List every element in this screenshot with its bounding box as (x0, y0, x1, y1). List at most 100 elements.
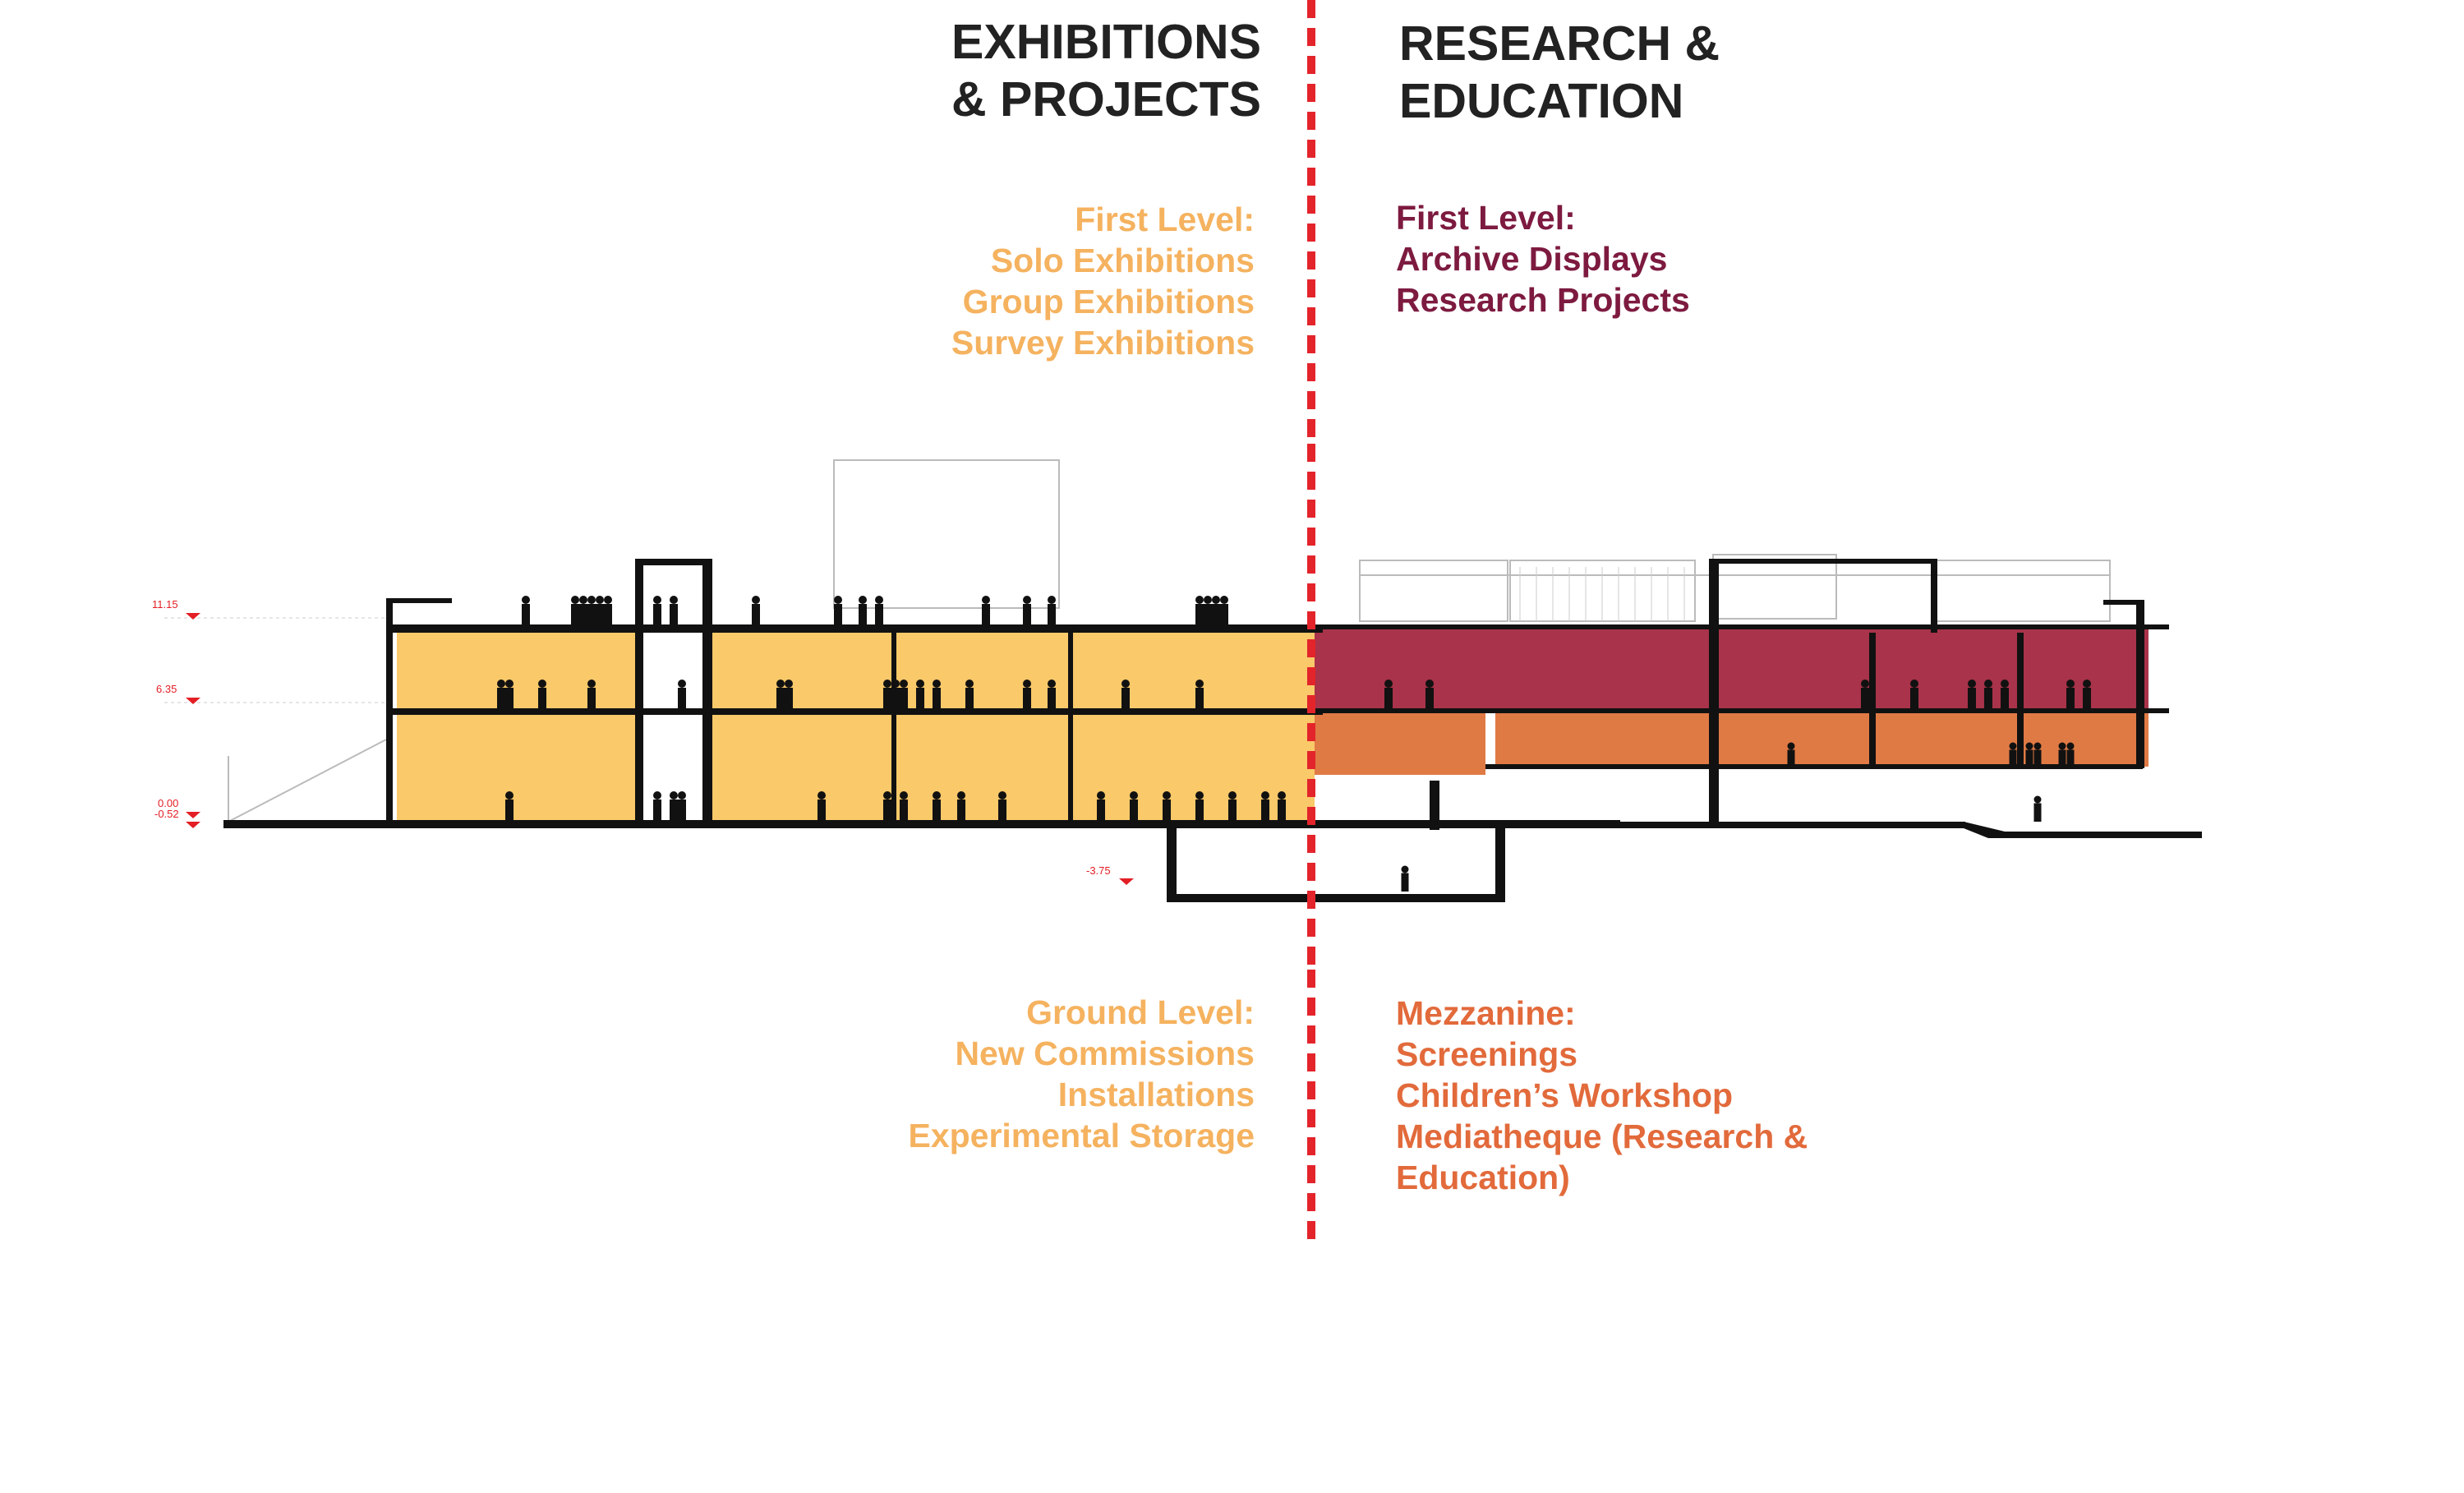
person-silhouette (579, 604, 587, 624)
person-silhouette (1195, 791, 1204, 799)
list-item: Experimental Storage (908, 1117, 1255, 1154)
person-silhouette (1121, 688, 1130, 708)
heading-research-education: RESEARCH & EDUCATION (1399, 15, 1720, 130)
person-silhouette (1968, 688, 1976, 708)
person-silhouette (776, 688, 785, 708)
person-silhouette (776, 680, 785, 688)
person-silhouette (2001, 688, 2009, 708)
person-silhouette (916, 688, 924, 708)
list-item: Ground Level: (1026, 993, 1255, 1031)
person-silhouette (957, 791, 965, 799)
people-silhouettes (497, 596, 2091, 892)
person-silhouette (1861, 688, 1869, 708)
person-silhouette (1023, 596, 1031, 604)
person-silhouette (2066, 742, 2075, 750)
first-level-exhibitions-list: First Level: Solo Exhibitions Group Exhi… (951, 199, 1255, 363)
person-silhouette (587, 604, 596, 624)
person-silhouette (1204, 596, 1212, 604)
person-silhouette (1048, 596, 1056, 604)
person-silhouette (1278, 799, 1286, 820)
exhibitions-fill (397, 629, 643, 822)
person-silhouette (2066, 680, 2075, 688)
level-markers: 11.15 6.35 0.00 -0.52 -3.75 (152, 598, 1134, 885)
list-item: Mezzanine: (1396, 994, 1576, 1032)
person-silhouette (1384, 680, 1393, 688)
person-silhouette (883, 791, 891, 799)
person-silhouette (875, 604, 883, 624)
building-section-drawing: 11.15 6.35 0.00 -0.52 -3.75 (152, 444, 2202, 968)
person-silhouette (497, 680, 505, 688)
person-silhouette (2083, 688, 2091, 708)
person-silhouette (883, 680, 891, 688)
person-silhouette (982, 604, 990, 624)
research-lower-fill (1717, 713, 2149, 767)
building-structure (223, 559, 2202, 902)
person-silhouette (998, 791, 1006, 799)
list-item: Screenings (1396, 1035, 1578, 1073)
heading-line: & PROJECTS (951, 72, 1261, 127)
person-silhouette (1130, 799, 1138, 820)
person-silhouette (1048, 688, 1056, 708)
person-silhouette (1278, 791, 1286, 799)
person-silhouette (982, 596, 990, 604)
person-silhouette (678, 680, 686, 688)
person-silhouette (1195, 604, 1204, 624)
list-item: Research Projects (1396, 281, 1690, 319)
person-silhouette (1910, 680, 1918, 688)
person-silhouette (1228, 791, 1237, 799)
person-silhouette (670, 596, 678, 604)
person-silhouette (587, 688, 596, 708)
person-silhouette (891, 680, 900, 688)
zone-divider-line-top (1307, 0, 1315, 444)
person-silhouette (505, 680, 514, 688)
person-silhouette (2009, 749, 2017, 768)
person-silhouette (2025, 749, 2033, 768)
person-silhouette (2033, 795, 2042, 804)
person-silhouette (900, 680, 908, 688)
person-silhouette (571, 596, 579, 604)
person-silhouette (2025, 742, 2033, 750)
person-silhouette (2066, 749, 2075, 768)
person-silhouette (1261, 799, 1269, 820)
list-item: Children’s Workshop (1396, 1076, 1734, 1114)
person-silhouette (1787, 742, 1795, 750)
person-silhouette (1195, 688, 1204, 708)
person-silhouette (998, 799, 1006, 820)
roof-grid (1519, 567, 1685, 621)
list-item: Solo Exhibitions (990, 242, 1255, 279)
person-silhouette (891, 688, 900, 708)
list-item: First Level: (1075, 200, 1255, 238)
person-silhouette (2033, 803, 2042, 822)
person-silhouette (579, 596, 587, 604)
person-silhouette (596, 604, 604, 624)
exhibitions-zone (397, 629, 1315, 822)
person-silhouette (653, 791, 661, 799)
person-silhouette (2001, 680, 2009, 688)
person-silhouette (1787, 749, 1795, 768)
person-silhouette (900, 799, 908, 820)
person-silhouette (2066, 688, 2075, 708)
person-silhouette (653, 596, 661, 604)
heading-line: EDUCATION (1399, 74, 1684, 128)
person-silhouette (1023, 688, 1031, 708)
person-silhouette (785, 680, 793, 688)
person-silhouette (571, 604, 579, 624)
person-silhouette (933, 680, 941, 688)
person-silhouette (933, 688, 941, 708)
person-silhouette (1204, 604, 1212, 624)
person-silhouette (2009, 742, 2017, 750)
person-silhouette (1425, 680, 1434, 688)
person-silhouette (1195, 680, 1204, 688)
person-silhouette (1984, 680, 1992, 688)
person-silhouette (538, 680, 546, 688)
first-level-research-list: First Level: Archive Displays Research P… (1396, 197, 1690, 320)
person-silhouette (933, 791, 941, 799)
person-silhouette (596, 596, 604, 604)
person-silhouette (1163, 791, 1171, 799)
person-silhouette (1910, 688, 1918, 708)
list-item: Mediatheque (Research & (1396, 1117, 1808, 1155)
person-silhouette (900, 688, 908, 708)
person-silhouette (900, 791, 908, 799)
person-silhouette (678, 799, 686, 820)
person-silhouette (538, 688, 546, 708)
